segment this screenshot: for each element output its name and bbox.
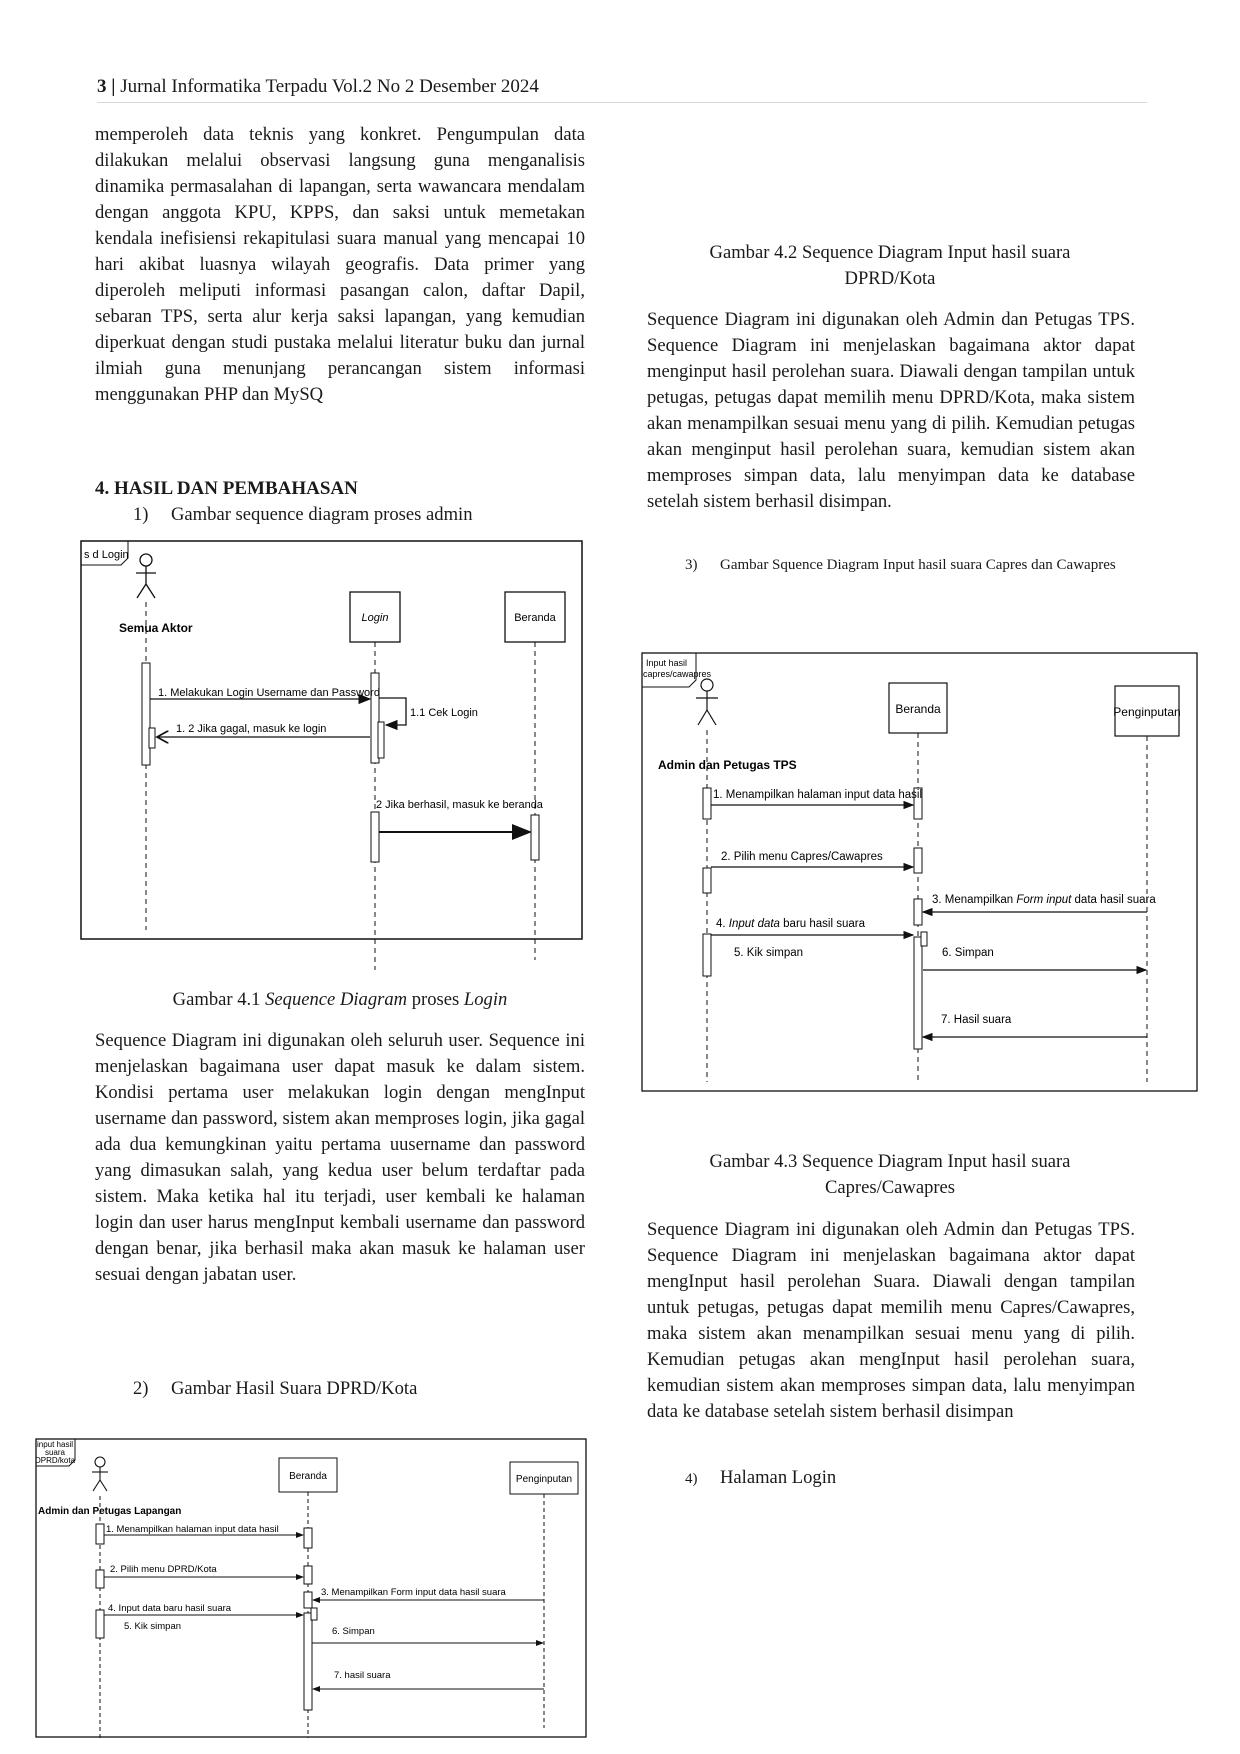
message-7: 7. hasil suara <box>334 1670 391 1681</box>
message-5: 5. Kik simpan <box>734 947 803 959</box>
list-item-number: 2) <box>133 1378 149 1399</box>
message-4: 4. Input data baru hasil suara <box>108 1603 232 1614</box>
caption-middle: proses <box>407 989 464 1010</box>
paragraph-login: Sequence Diagram ini digunakan oleh selu… <box>95 1030 585 1285</box>
message-3-italic: Form input <box>1016 894 1072 906</box>
figure-caption-4-3: Gambar 4.3 Sequence Diagram Input hasil … <box>645 1149 1135 1201</box>
message-4-tail: baru hasil suara <box>780 918 866 930</box>
caption-line-2: Capres/Cawapres <box>824 1177 956 1198</box>
caption-line-1: Gambar 4.2 Sequence Diagram Input hasil … <box>709 242 1071 263</box>
message-3-tail: data hasil suara <box>1071 894 1156 906</box>
caption-line-2: DPRD/Kota <box>844 268 936 289</box>
list-item-text: Gambar Squence Diagram Input hasil suara… <box>720 557 1116 573</box>
list-item-4: 4) Halaman Login <box>685 1466 836 1491</box>
paragraph-capres: Sequence Diagram ini digunakan oleh Admi… <box>647 1219 1135 1422</box>
message-2: 2. Pilih menu DPRD/Kota <box>110 1564 217 1575</box>
actor-icon <box>92 1456 108 1492</box>
figure-4-1-sequence-diagram-login: s d Login Semua Aktor Login Beranda 1. M… <box>80 540 585 970</box>
list-item-number: 1) <box>133 504 149 525</box>
message-1: 1. Menampilkan halaman input data hasil <box>713 789 922 801</box>
section-heading: 4. HASIL DAN PEMBAHASAN <box>95 478 358 499</box>
message-4: 4. Input data baru hasil suara <box>716 918 866 930</box>
actor-label: Admin dan Petugas Lapangan <box>38 1506 181 1517</box>
list-item-3: 3) Gambar Squence Diagram Input hasil su… <box>685 556 1135 575</box>
list-item-text: Gambar Hasil Suara DPRD/Kota <box>171 1378 418 1399</box>
frame-label-line3: DPRD/kota <box>35 1456 76 1465</box>
intro-paragraph: memperoleh data teknis yang konkret. Pen… <box>95 124 585 405</box>
caption-line-1: Gambar 4.3 Sequence Diagram Input hasil … <box>709 1151 1071 1172</box>
figure-4-2-sequence-diagram-dprd: input hasil suara DPRD/kota Admin dan Pe… <box>35 1438 590 1740</box>
frame-label-line1: Input hasil <box>646 658 687 668</box>
message-1: 1. Melakukan Login Username dan Password <box>158 687 380 699</box>
lifeline-penginputan: Penginputan <box>516 1474 572 1485</box>
actor-label: Admin dan Petugas TPS <box>658 758 797 772</box>
message-5: 5. Kik simpan <box>124 1621 181 1632</box>
figure-caption-4-2: Gambar 4.2 Sequence Diagram Input hasil … <box>645 240 1135 292</box>
message-1-2: 1. 2 Jika gagal, masuk ke login <box>176 723 326 735</box>
paragraph-dprd: Sequence Diagram ini digunakan oleh Admi… <box>647 309 1135 512</box>
list-item-number: 3) <box>685 557 698 573</box>
message-2: 2. Pilih menu Capres/Cawapres <box>721 851 883 863</box>
message-4-italic: Input data <box>729 918 780 930</box>
figure-caption-4-1: Gambar 4.1 Sequence Diagram proses Login <box>95 987 585 1013</box>
message-3: 3. Menampilkan Form input data hasil sua… <box>321 1587 507 1598</box>
list-item-1: 1) Gambar sequence diagram proses admin <box>133 503 473 527</box>
frame-label: s d Login <box>84 549 129 561</box>
message-6: 6. Simpan <box>332 1626 375 1637</box>
header-separator: | <box>111 76 116 97</box>
message-3-text: 3. Menampilkan <box>932 894 1016 906</box>
actor-label: Semua Aktor <box>119 621 193 635</box>
message-1-1: 1.1 Cek Login <box>410 707 478 719</box>
running-header: 3 | Jurnal Informatika Terpadu Vol.2 No … <box>97 76 1147 103</box>
message-3: 3. Menampilkan Form input data hasil sua… <box>932 894 1156 906</box>
lifeline-beranda: Beranda <box>514 612 556 624</box>
lifeline-login: Login <box>362 612 389 624</box>
message-7: 7. Hasil suara <box>941 1014 1012 1026</box>
list-item-2: 2) Gambar Hasil Suara DPRD/Kota <box>133 1377 417 1401</box>
lifeline-beranda: Beranda <box>289 1471 327 1482</box>
frame-label-line2: capres/cawapres <box>643 669 712 679</box>
frame-label-line1: input hasil <box>37 1440 73 1449</box>
list-item-text: Halaman Login <box>720 1467 837 1488</box>
journal-title: Jurnal Informatika Terpadu Vol.2 No 2 De… <box>120 76 539 97</box>
list-item-number: 4) <box>685 1471 698 1487</box>
caption-italic: Sequence Diagram <box>265 989 408 1010</box>
actor-icon <box>696 678 718 726</box>
message-1: 1. Menampilkan halaman input data hasil <box>106 1524 279 1535</box>
message-4-text: 4. <box>716 918 729 930</box>
caption-prefix: Gambar 4.1 <box>172 989 266 1010</box>
lifeline-beranda: Beranda <box>895 702 941 716</box>
actor-icon <box>136 553 156 599</box>
frame-label-line2: suara <box>45 1448 66 1457</box>
figure-4-3-sequence-diagram-capres: Input hasil capres/cawapres Admin dan Pe… <box>641 652 1199 1094</box>
message-6: 6. Simpan <box>942 947 994 959</box>
list-item-text: Gambar sequence diagram proses admin <box>171 504 473 525</box>
lifeline-penginputan: Penginputan <box>1113 705 1180 719</box>
message-2: 2 Jika berhasil, masuk ke beranda <box>376 799 544 811</box>
page-number: 3 <box>97 76 107 97</box>
caption-italic-login: Login <box>463 989 508 1010</box>
